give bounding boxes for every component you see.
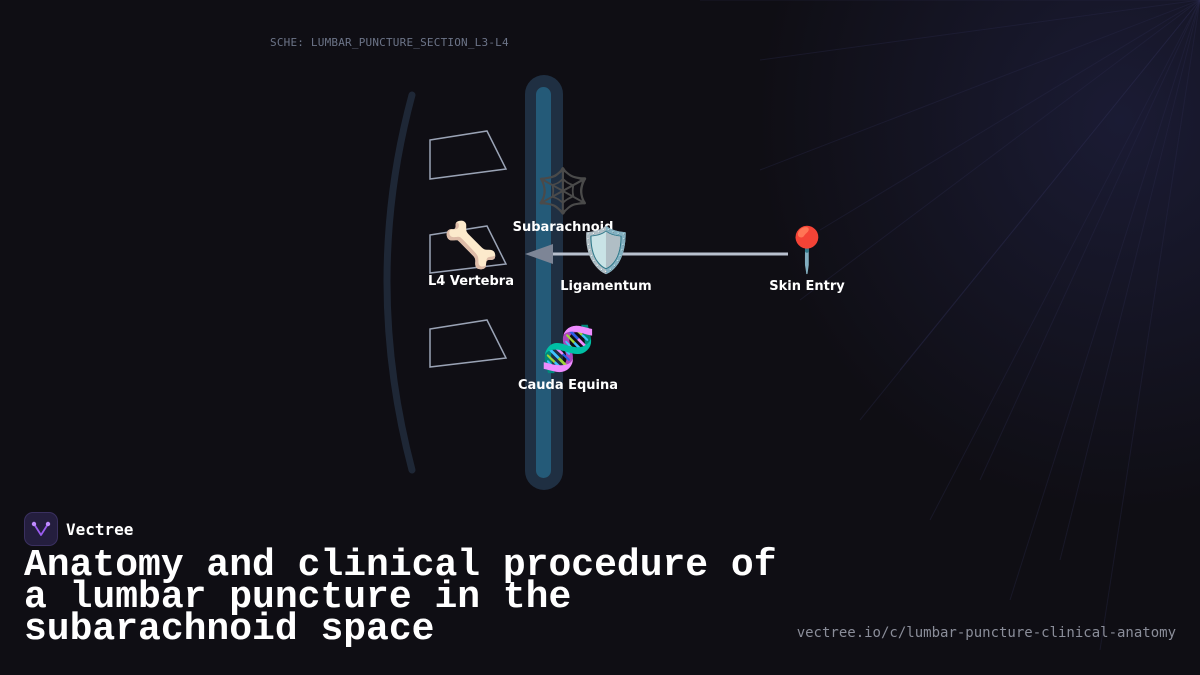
node-subarachnoid: 🕸️ Subarachnoid <box>512 167 614 236</box>
round-pushpin-icon: 📍 <box>779 226 835 275</box>
node-cauda-equina: 🧬 Cauda Equina <box>517 325 619 394</box>
vertebra-body-upper <box>429 130 508 180</box>
node-label-cauda-equina: Cauda Equina <box>517 378 619 393</box>
page-title: Anatomy and clinical procedure of a lumb… <box>24 544 777 651</box>
node-label-subarachnoid: Subarachnoid <box>512 220 614 235</box>
brand-name: Vectree <box>66 519 134 539</box>
node-skin-entry: 📍 Skin Entry <box>769 226 845 295</box>
node-label-skin-entry: Skin Entry <box>769 279 845 294</box>
vertebra-body-lower <box>429 319 508 368</box>
node-label-ligamentum: Ligamentum <box>560 279 652 294</box>
shield-icon: 🛡️ <box>578 226 634 275</box>
needle-tip-arrow <box>525 244 553 264</box>
node-ligamentum: 🛡️ Ligamentum <box>560 226 652 295</box>
source-url[interactable]: vectree.io/c/lumbar-puncture-clinical-an… <box>796 625 1176 641</box>
node-label-l4-vertebra: L4 Vertebra <box>428 274 514 289</box>
spider-web-icon: 🕸️ <box>535 167 591 216</box>
vectree-logo-icon <box>24 512 58 546</box>
bone-icon: 🦴 <box>443 221 499 270</box>
spinal-canal-inner <box>536 87 551 478</box>
dna-icon: 🧬 <box>540 325 596 374</box>
schematic-label: SCHE: LUMBAR_PUNCTURE_SECTION_L3-L4 <box>270 36 509 49</box>
brand: Vectree <box>24 512 133 546</box>
node-l4-vertebra: 🦴 L4 Vertebra <box>428 221 514 290</box>
back-contour-curve <box>383 91 416 474</box>
vertebra-body-middle <box>429 225 508 274</box>
